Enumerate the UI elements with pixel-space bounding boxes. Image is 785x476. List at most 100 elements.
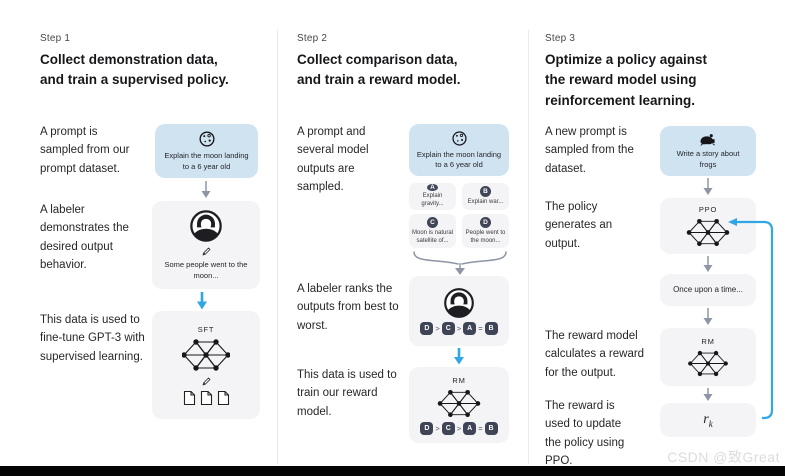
neural-network-icon <box>182 338 230 371</box>
step3-caption-update: The reward is used to update the policy … <box>545 400 625 468</box>
step3-caption-reward: The reward model calculates a reward for… <box>545 330 645 379</box>
labeler-icon <box>444 288 474 318</box>
arrow-down-icon <box>703 256 713 272</box>
output-c-text: Moon is natural satellite of... <box>411 229 454 244</box>
rank-separator: > <box>435 324 440 333</box>
ranking-row: D > C > A = B <box>420 322 498 335</box>
step1-prompt-box: Explain the moon landing to a 6 year old <box>155 124 258 178</box>
step3-heading-line1: Optimize a policy against <box>545 52 708 67</box>
step3-rm-card: RM <box>660 328 756 386</box>
step2-heading-line2: and train a reward model. <box>297 72 461 88</box>
rank-chip: C <box>441 421 455 435</box>
rm-label: RM <box>701 336 715 346</box>
step3-heading-line3: reinforcement learning. <box>545 92 696 108</box>
rank-chip: C <box>441 322 455 335</box>
arrow-down-icon <box>201 181 211 198</box>
step3-reward-box: rk <box>660 403 756 437</box>
output-c-box: C Moon is natural satellite of... <box>409 214 456 248</box>
step2-caption-prompt: A prompt and several model outputs are s… <box>297 126 369 194</box>
output-a-badge: A <box>427 184 438 192</box>
pencil-icon <box>202 377 210 385</box>
rank-chip: B <box>484 421 498 435</box>
step1-sft-card: SFT <box>152 311 260 419</box>
neural-network-icon <box>437 389 481 417</box>
step2-prompt-text: Explain the moon landing to a 6 year old <box>416 149 502 170</box>
rank-separator: > <box>435 423 440 433</box>
step1-heading: Collect demonstration data, and train a … <box>40 50 280 91</box>
step1-caption-finetune: This data is used to fine-tune GPT-3 wit… <box>40 314 145 363</box>
arrow-down-icon <box>703 388 713 401</box>
step1-label: Step 1 <box>40 33 71 44</box>
step1-prompt-text: Explain the moon landing to a 6 year old <box>164 151 249 171</box>
step3-caption-policy: The policy generates an output. <box>545 201 613 250</box>
bottom-bar <box>0 466 785 476</box>
step3-prompt-text: Write a story about frogs <box>676 149 740 169</box>
sft-label: SFT <box>197 324 215 334</box>
csdn-watermark: CSDN @致Great <box>667 449 780 465</box>
step3-label: Step 3 <box>545 33 576 44</box>
merge-brace-arrow-icon <box>413 251 507 275</box>
step1-heading-line1: Collect demonstration data, <box>40 52 218 67</box>
step2-caption-rank: A labeler ranks the outputs from best to… <box>297 283 399 332</box>
document-icon <box>200 390 212 405</box>
moon-icon <box>198 131 215 147</box>
output-c-badge: C <box>427 216 438 228</box>
rank-separator: > <box>456 324 462 333</box>
column-divider <box>528 30 529 464</box>
rank-separator: = <box>478 324 483 333</box>
reward-symbol: rk <box>703 411 713 429</box>
step3-prompt-box: Write a story about frogs <box>660 126 756 176</box>
step2-heading: Collect comparison data, and train a rew… <box>297 50 532 91</box>
ranking-row: D > C > A = B <box>420 421 498 435</box>
labeler-icon <box>190 210 222 242</box>
output-d-badge: D <box>480 216 491 228</box>
moon-icon <box>451 130 467 146</box>
ppo-label: PPO <box>698 204 718 214</box>
step3-output-box: Once upon a time... <box>660 274 756 306</box>
arrow-down-blue-icon <box>454 348 464 365</box>
output-d-text: People went to the moon... <box>465 229 506 244</box>
step1-heading-line2: and train a supervised policy. <box>40 72 229 88</box>
document-icon <box>183 390 195 405</box>
step2-caption-train: This data is used to train our reward mo… <box>297 369 397 418</box>
output-b-text: Explain war... <box>467 199 504 206</box>
frog-icon <box>700 134 716 146</box>
arrow-down-blue-icon <box>197 292 207 310</box>
output-a-text: Explain gravity... <box>421 193 444 207</box>
neural-network-icon <box>686 218 730 246</box>
step2-heading-line1: Collect comparison data, <box>297 52 458 67</box>
documents-row <box>183 390 230 406</box>
rank-separator: > <box>456 423 462 433</box>
rank-separator: = <box>478 423 483 433</box>
step3-ppo-card: PPO <box>660 198 756 254</box>
neural-network-icon <box>688 350 728 376</box>
rank-chip: D <box>420 322 434 335</box>
step2-rm-card: RM D > C > A = B <box>409 367 509 443</box>
step3-caption-prompt: A new prompt is sampled from the dataset… <box>545 126 634 175</box>
rank-chip: B <box>484 322 498 335</box>
arrow-down-icon <box>703 178 713 195</box>
step1-caption-labeler: A labeler demonstrates the desired outpu… <box>40 204 129 272</box>
step1-labeler-card: Some people went to the moon... <box>152 201 260 289</box>
rank-chip: D <box>420 421 434 435</box>
rank-chip: A <box>463 322 477 335</box>
step1-demo-output-text: Some people went to the moon... <box>164 260 248 280</box>
output-b-box: B Explain war... <box>462 183 509 210</box>
step2-labeler-card: D > C > A = B <box>409 276 509 346</box>
output-a-box: A Explain gravity... <box>409 183 456 210</box>
step3-heading: Optimize a policy against the reward mod… <box>545 50 773 111</box>
arrow-down-icon <box>703 308 713 325</box>
column-divider <box>277 30 278 464</box>
step3-output-text: Once upon a time... <box>673 285 743 295</box>
step1-caption-prompt: A prompt is sampled from our prompt data… <box>40 126 130 175</box>
step2-label: Step 2 <box>297 33 328 44</box>
pencil-icon <box>202 247 210 256</box>
step2-prompt-box: Explain the moon landing to a 6 year old <box>409 124 509 176</box>
document-icon <box>217 390 229 405</box>
rank-chip: A <box>463 421 477 435</box>
feedback-loop-arrow-icon <box>728 218 774 420</box>
output-b-badge: B <box>480 186 491 198</box>
output-d-box: D People went to the moon... <box>462 214 509 248</box>
step3-heading-line2: the reward model using <box>545 72 697 88</box>
